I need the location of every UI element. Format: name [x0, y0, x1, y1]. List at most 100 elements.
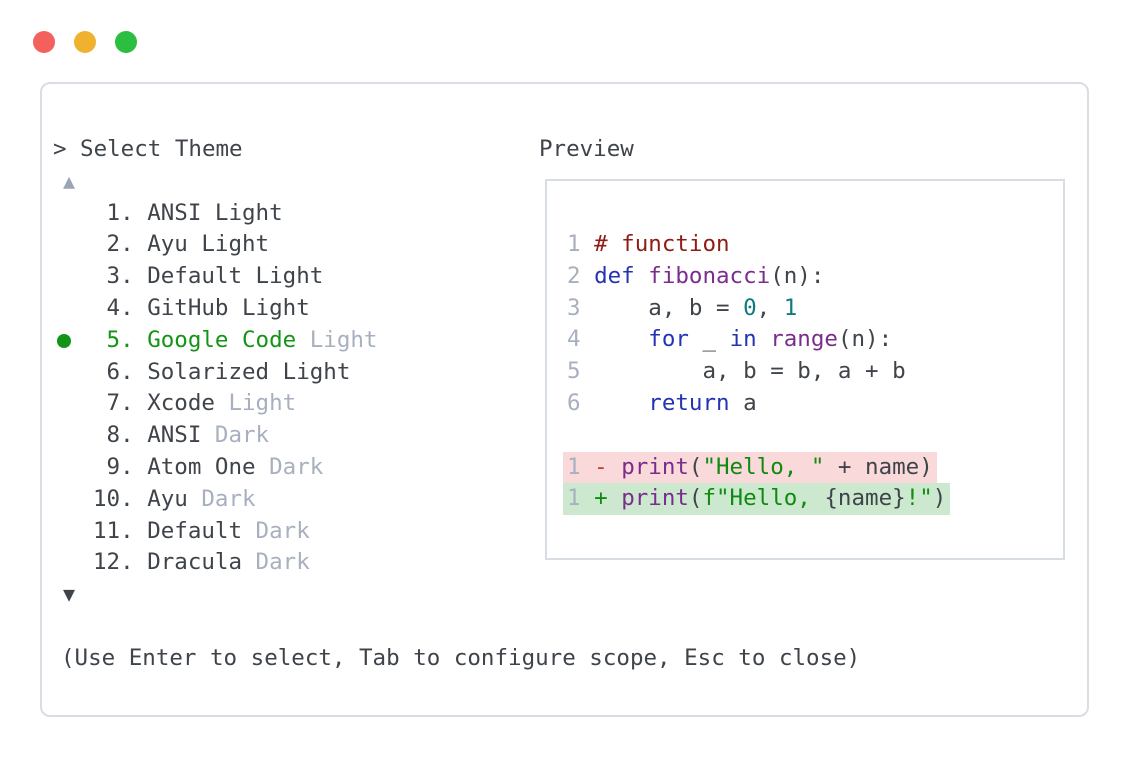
- diff-highlight-removed: 1 - print("Hello, " + name): [563, 451, 937, 484]
- theme-name: GitHub Light: [147, 294, 310, 321]
- dialog-title: Select Theme: [80, 136, 243, 162]
- line-number: 3: [567, 294, 595, 321]
- line-number: 1: [567, 231, 595, 257]
- theme-variant: Dark: [255, 453, 324, 480]
- theme-list-item[interactable]: 7. Xcode Light: [53, 388, 860, 420]
- theme-name: Xcode: [147, 390, 215, 417]
- code-line: 1 # function: [567, 229, 1063, 261]
- theme-list-item[interactable]: 1. ANSI Light: [53, 198, 860, 230]
- code-token: (: [688, 453, 703, 480]
- theme-number: 3.: [93, 263, 148, 290]
- theme-list-item[interactable]: 12. Dracula Dark: [53, 547, 860, 579]
- code-token: in: [729, 326, 757, 353]
- theme-name: Solarized Light: [147, 358, 351, 385]
- code-token: def: [594, 262, 635, 289]
- theme-list-item[interactable]: 4. GitHub Light: [53, 293, 860, 325]
- code-token: print: [621, 485, 689, 512]
- code-token: print: [621, 453, 689, 480]
- theme-list-item[interactable]: 6. Solarized Light: [53, 357, 860, 389]
- theme-picker-left-column: > Select Theme ▲ 1. ANSI Light 2. Ayu Li…: [53, 134, 860, 675]
- dialog-header: > Select Theme: [53, 134, 860, 166]
- theme-list-item[interactable]: 8. ANSI Dark: [53, 420, 860, 452]
- preview-label: Preview: [539, 136, 634, 162]
- theme-variant: Dark: [201, 422, 270, 449]
- theme-variant: Dark: [242, 549, 310, 576]
- theme-number: 12.: [93, 549, 148, 576]
- theme-number: 8.: [93, 422, 148, 449]
- code-token: [594, 326, 648, 352]
- theme-variant: Light: [214, 390, 297, 417]
- scroll-down-icon[interactable]: ▼: [63, 582, 76, 607]
- code-token: (n):: [837, 326, 893, 353]
- code-line: 5 a, b = b, a + b: [567, 356, 1063, 388]
- code-token: fibonacci: [648, 262, 771, 289]
- line-number: 1: [567, 453, 595, 480]
- code-token: _: [688, 326, 730, 353]
- theme-list-item[interactable]: 9. Atom One Dark: [53, 452, 860, 484]
- spacer-row: [53, 611, 860, 643]
- theme-name: Dracula: [147, 549, 243, 576]
- maximize-button[interactable]: [115, 31, 137, 53]
- code-token: 0: [743, 294, 757, 321]
- code-line: 3 a, b = 0, 1: [567, 293, 1063, 325]
- minimize-button[interactable]: [74, 31, 96, 53]
- code-token: [635, 263, 649, 289]
- code-token: {name}: [824, 485, 906, 512]
- theme-list-item[interactable]: 5. Google Code Light: [53, 325, 860, 357]
- theme-list: 1. ANSI Light 2. Ayu Light 3. Default Li…: [53, 198, 860, 580]
- theme-name: Default Light: [147, 263, 324, 290]
- theme-picker-dialog: > Select Theme ▲ 1. ANSI Light 2. Ayu Li…: [40, 82, 1089, 717]
- line-number: 2: [567, 262, 595, 289]
- code-line: 4 for _ in range(n):: [567, 324, 1063, 356]
- code-token: ,: [756, 294, 784, 321]
- theme-number: 1.: [93, 199, 148, 226]
- theme-variant: Dark: [242, 517, 310, 544]
- theme-name: Google Code: [147, 326, 297, 353]
- code-token: 1: [783, 294, 798, 321]
- theme-name: Atom One: [147, 453, 256, 480]
- close-button[interactable]: [33, 31, 55, 53]
- code-token: !": [905, 485, 933, 512]
- theme-number: 11.: [93, 517, 148, 544]
- code-token: # function: [594, 231, 730, 257]
- code-token: return: [648, 389, 730, 416]
- theme-list-item[interactable]: 10. Ayu Dark: [53, 484, 860, 516]
- theme-number: 10.: [93, 485, 148, 512]
- code-token: (: [688, 485, 703, 512]
- theme-number: 6.: [93, 358, 148, 385]
- theme-name: Ayu Light: [147, 231, 270, 258]
- theme-variant: Light: [296, 326, 378, 353]
- code-token: a, b =: [594, 294, 744, 321]
- blank-line: [567, 420, 1063, 452]
- code-token: a: [729, 389, 757, 416]
- code-token: for: [648, 326, 689, 353]
- code-token: + name): [824, 453, 933, 480]
- theme-name: Default: [147, 517, 243, 544]
- line-number: 1: [567, 485, 595, 512]
- prompt-symbol: >: [53, 136, 67, 162]
- theme-list-item[interactable]: 11. Default Dark: [53, 516, 860, 548]
- theme-list-item[interactable]: 2. Ayu Light: [53, 229, 860, 261]
- diff-highlight-added: 1 + print(f"Hello, {name}!"): [563, 483, 951, 516]
- code-token: [757, 326, 771, 352]
- line-number: 4: [567, 326, 595, 353]
- footer-hint: (Use Enter to select, Tab to configure s…: [61, 644, 861, 671]
- code-token: ): [932, 485, 947, 512]
- theme-name: ANSI: [147, 422, 202, 449]
- line-number: 6: [567, 389, 595, 416]
- diff-line-added: 1 + print(f"Hello, {name}!"): [563, 483, 1063, 516]
- code-token: (n):: [770, 262, 825, 289]
- theme-number: 4.: [93, 294, 148, 321]
- theme-number: 5.: [93, 326, 148, 353]
- selected-dot-icon: [57, 333, 71, 348]
- scroll-up-icon[interactable]: ▲: [63, 168, 76, 193]
- theme-name: Ayu: [147, 485, 188, 512]
- line-number: 5: [567, 358, 595, 385]
- code-token: range: [770, 326, 838, 353]
- code-token: "Hello, ": [702, 453, 825, 480]
- code-line: 2 def fibonacci(n):: [567, 261, 1063, 293]
- theme-variant: Dark: [187, 485, 256, 512]
- theme-list-item[interactable]: 3. Default Light: [53, 261, 860, 293]
